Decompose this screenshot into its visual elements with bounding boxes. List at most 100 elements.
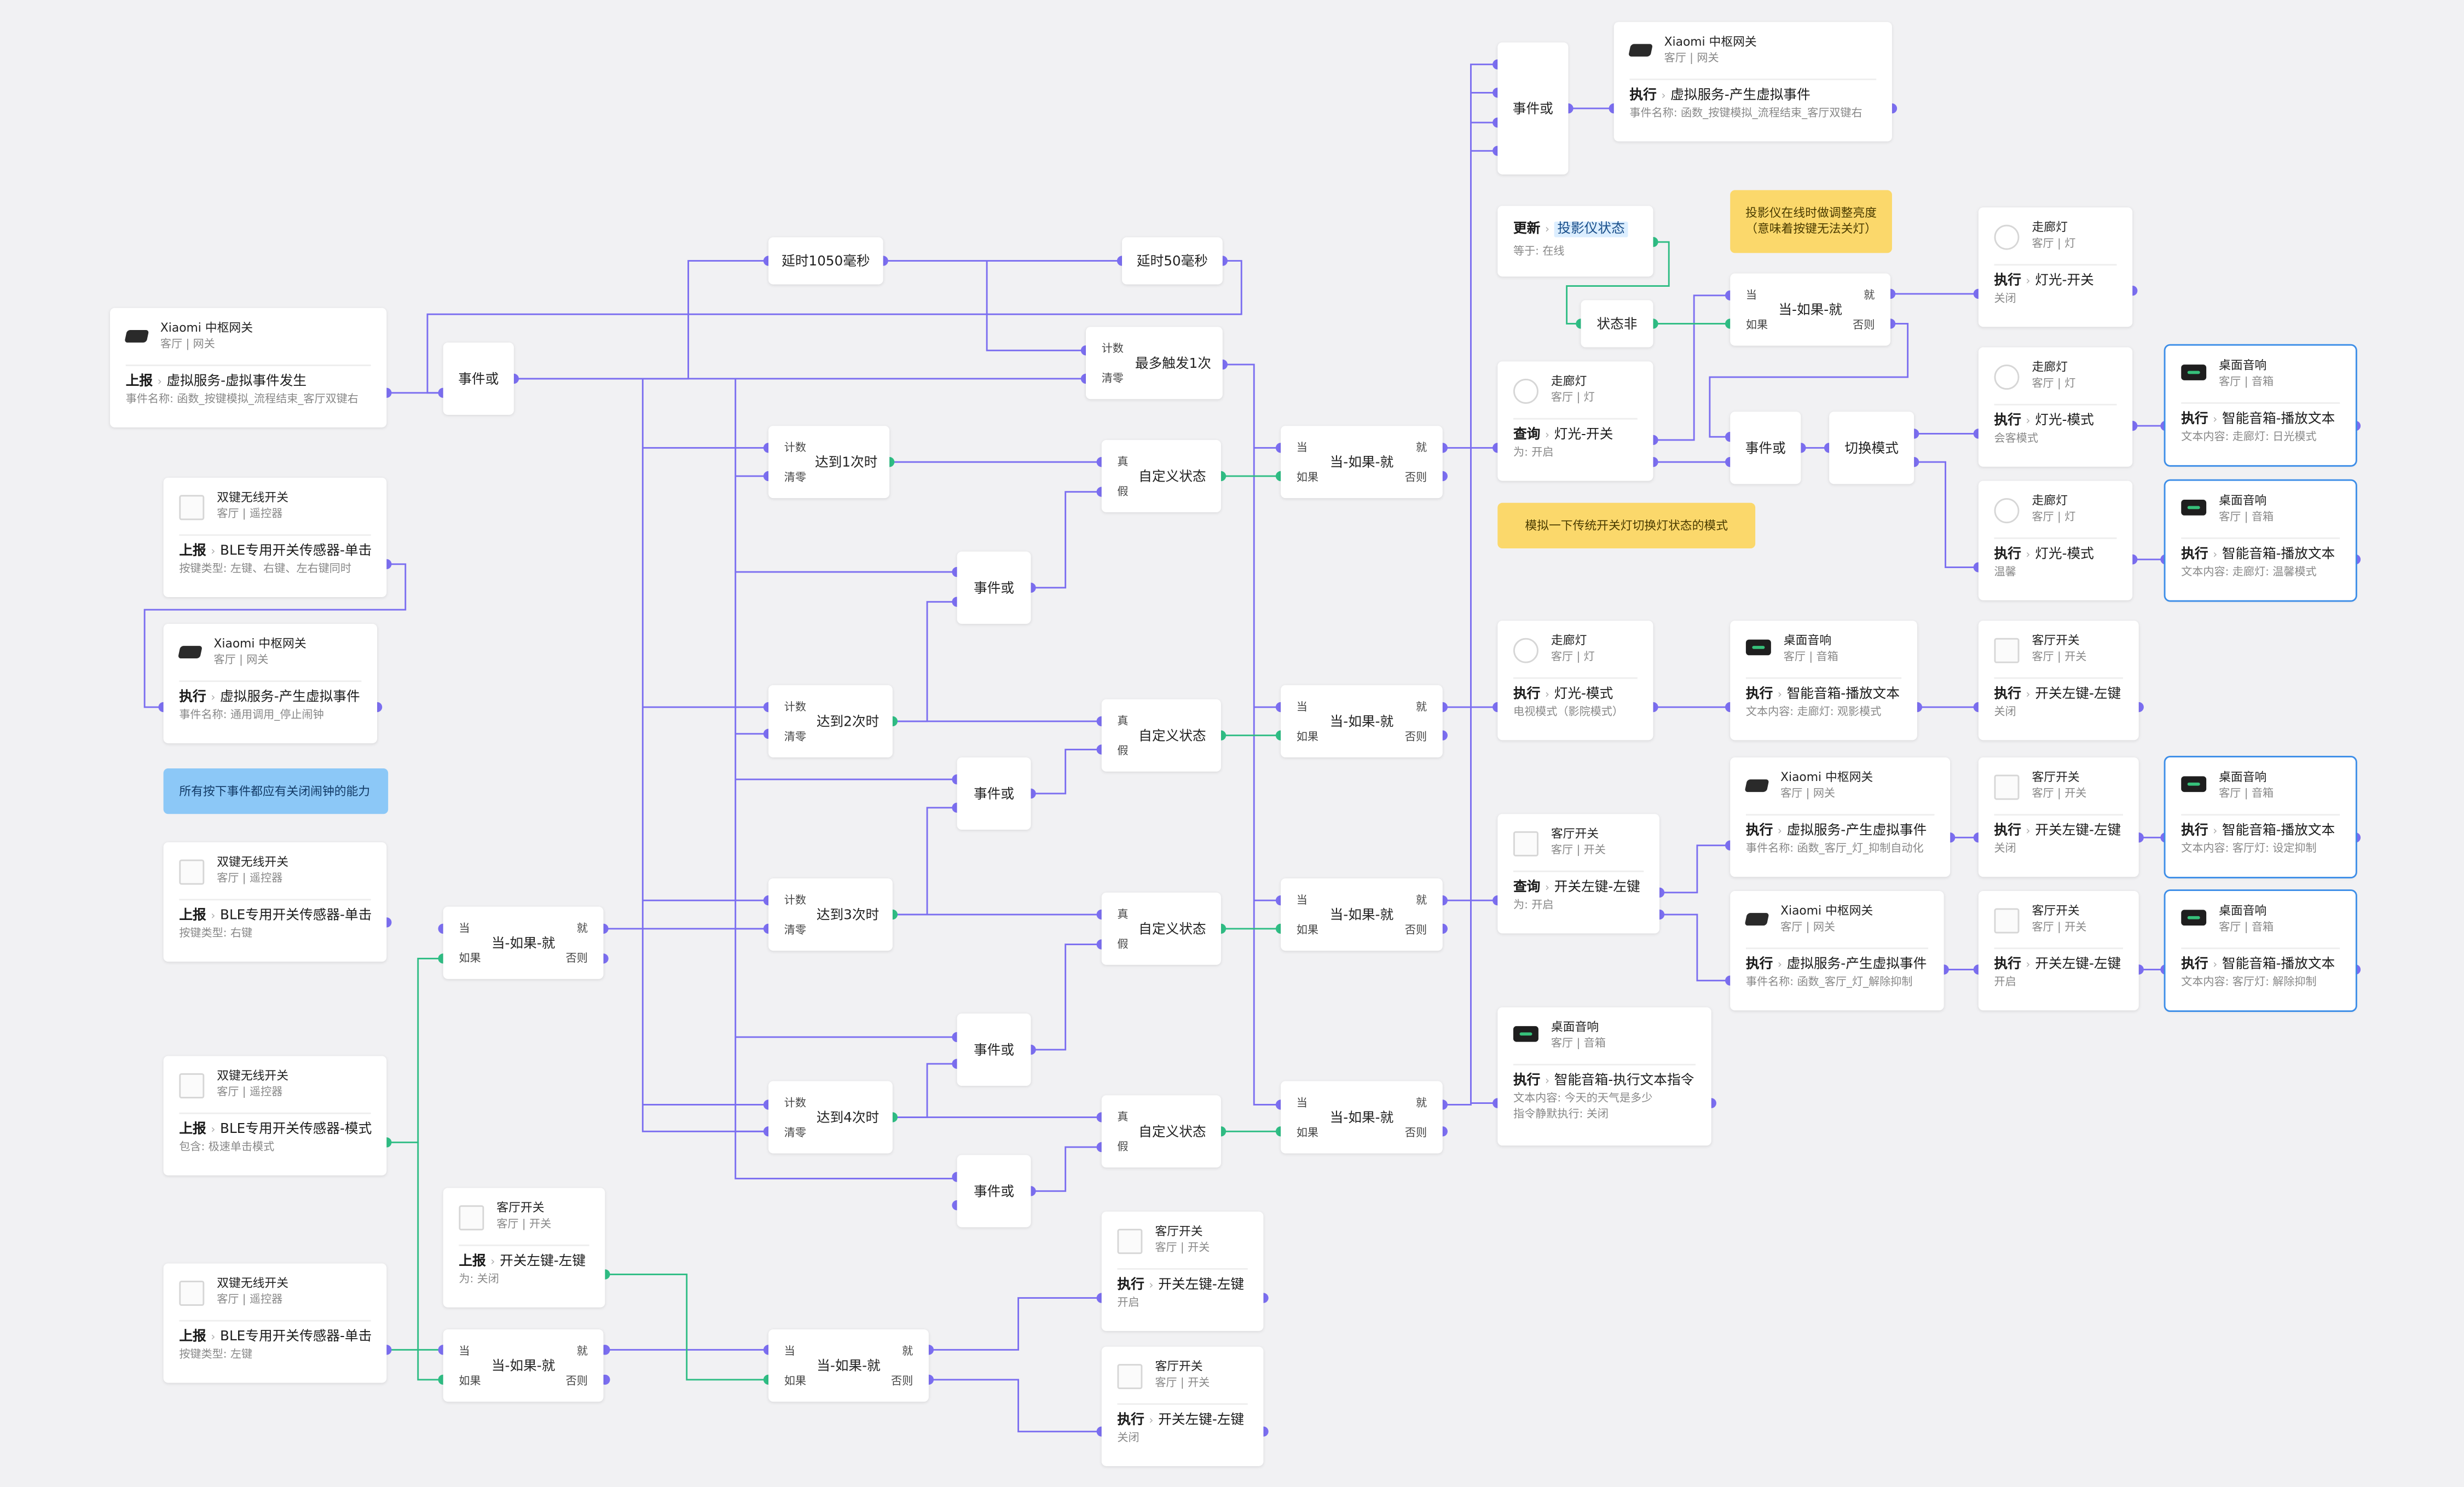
node-title: 当-如果-就	[1329, 715, 1394, 731]
chevron-right-icon: ›	[1545, 429, 1550, 442]
event-or-node-top[interactable]: 事件或	[1497, 42, 1569, 175]
gateway-icon	[177, 646, 203, 659]
speaker-command-card[interactable]: 桌面音响客厅 | 音箱 执行›智能音箱-执行文本指令 文本内容: 今天的天气是多…	[1497, 1007, 1711, 1146]
lamp-query-card[interactable]: 走廊灯客厅 | 灯 查询›灯光-开关 为: 开启	[1497, 361, 1653, 481]
wire-true	[605, 1274, 769, 1381]
switch-mode-node[interactable]: 切换模式	[1829, 412, 1914, 484]
reach-2-node[interactable]: 计数 清零 达到2次时	[768, 685, 893, 757]
event-or-node-c[interactable]: 事件或	[957, 1013, 1031, 1086]
gateway-release-card[interactable]: Xiaomi 中枢网关客厅 | 网关 执行›虚拟服务-产生虚拟事件 事件名称: …	[1730, 890, 1944, 1011]
action-detail: 为: 开启	[1513, 899, 1554, 912]
event-or-node-right[interactable]: 事件或	[1730, 412, 1801, 484]
custom-state-node-2[interactable]: 真 假 自定义状态	[1101, 699, 1221, 772]
action-detail: 事件名称: 函数_按键模拟_流程结束_客厅双键右	[125, 392, 358, 406]
device-name: 客厅开关	[1155, 1359, 1203, 1374]
lamp-icon	[1994, 498, 2020, 524]
reach-1-node[interactable]: 计数 清零 达到1次时	[768, 426, 890, 499]
gateway-exec-card[interactable]: Xiaomi 中枢网关客厅 | 网关 执行›虚拟服务-产生虚拟事件 事件名称: …	[163, 623, 378, 744]
switch-icon	[179, 859, 205, 885]
device-location: 客厅 | 音箱	[2219, 787, 2274, 800]
action-detail: 包含: 极速单击模式	[179, 1141, 275, 1154]
node-title: 当-如果-就	[1329, 1110, 1394, 1127]
switch-release-on-card[interactable]: 客厅开关客厅 | 开关 执行›开关左键-左键 开启	[1978, 890, 2139, 1011]
when-if-node-bottom-left[interactable]: 当 如果 就 否则 当-如果-就	[443, 1329, 604, 1402]
action-line: 执行›智能音箱-播放文本	[1746, 685, 1901, 704]
living-switch-off-card[interactable]: 客厅开关客厅 | 开关 执行›开关左键-左键 关闭	[1101, 1346, 1264, 1466]
living-switch-on-card[interactable]: 客厅开关客厅 | 开关 执行›开关左键-左键 开启	[1101, 1211, 1264, 1331]
lamp-off-card[interactable]: 走廊灯客厅 | 灯 执行›灯光-开关 关闭	[1978, 207, 2133, 327]
wire	[1914, 461, 1979, 568]
action-name: 开关左键-左键	[2035, 823, 2121, 840]
gateway-report-card[interactable]: Xiaomi 中枢网关客厅 | 网关 上报›虚拟服务-虚拟事件发生 事件名称: …	[109, 308, 387, 427]
lamp-tv-card[interactable]: 走廊灯客厅 | 灯 执行›灯光-模式 电视模式（影院模式）	[1497, 621, 1653, 740]
ble-switch-card-1[interactable]: 双键无线开关客厅 | 遥控器 上报›BLE专用开关传感器-单击 按键类型: 左键…	[163, 477, 387, 598]
speaker-release-card[interactable]: 桌面音响客厅 | 音箱 执行›智能音箱-播放文本 文本内容: 客厅灯: 解除抑制	[2164, 889, 2357, 1012]
gateway-top-card[interactable]: Xiaomi 中枢网关客厅 | 网关 执行›虚拟服务-产生虚拟事件 事件名称: …	[1613, 22, 1892, 142]
action-verb: 执行	[1117, 1277, 1144, 1293]
device-location: 客厅 | 灯	[2032, 237, 2076, 250]
note-simulate[interactable]: 模拟一下传统开关灯切换灯状态的模式	[1497, 502, 1756, 549]
action-detail: 文本内容: 走廊灯: 日光模式	[2181, 430, 2317, 443]
custom-state-node-1[interactable]: 真 假 自定义状态	[1101, 439, 1221, 513]
action-line: 执行›开关左键-左键	[1994, 822, 2123, 841]
wire	[513, 260, 769, 380]
switch-query-card[interactable]: 客厅开关客厅 | 开关 查询›开关左键-左键 为: 开启	[1497, 814, 1659, 934]
ble-switch-card-2[interactable]: 双键无线开关客厅 | 遥控器 上报›BLE专用开关传感器-单击 按键类型: 右键	[163, 842, 387, 962]
chevron-right-icon: ›	[1777, 958, 1782, 971]
action-verb: 执行	[1117, 1413, 1144, 1428]
action-name: 灯光-开关	[2035, 273, 2094, 290]
switch-suppress-off-card[interactable]: 客厅开关客厅 | 开关 执行›开关左键-左键 关闭	[1978, 757, 2139, 877]
device-location: 客厅 | 开关	[2032, 650, 2087, 663]
chevron-right-icon: ›	[2026, 825, 2031, 838]
note-all-events[interactable]: 所有按下事件都应有关闭闹钟的能力	[163, 768, 389, 814]
custom-state-node-4[interactable]: 真 假 自定义状态	[1101, 1095, 1221, 1168]
device-name: 走廊灯	[2032, 360, 2068, 374]
lamp-guest-card[interactable]: 走廊灯客厅 | 灯 执行›灯光-模式 会客模式	[1978, 347, 2133, 467]
reach-3-node[interactable]: 计数 清零 达到3次时	[768, 878, 893, 951]
when-if-node-left[interactable]: 当 如果 就 否则 当-如果-就	[443, 906, 604, 979]
speaker-day-card[interactable]: 桌面音响客厅 | 音箱 执行›智能音箱-播放文本 文本内容: 走廊灯: 日光模式	[2164, 344, 2357, 467]
update-projector-card[interactable]: 更新›投影仪状态 等于: 在线	[1497, 206, 1653, 277]
device-name: 走廊灯	[2032, 493, 2068, 508]
delay-50-node[interactable]: 延时50毫秒	[1122, 237, 1223, 285]
node-title: 当-如果-就	[491, 936, 556, 952]
note-projector[interactable]: 投影仪在线时做调整亮度 （意味着按键无法关灯）	[1730, 190, 1892, 253]
custom-state-node-3[interactable]: 真 假 自定义状态	[1101, 892, 1221, 965]
not-state-node[interactable]: 状态非	[1581, 300, 1653, 348]
port-label: 计数	[784, 1097, 806, 1110]
ble-switch-card-3[interactable]: 双键无线开关客厅 | 遥控器 上报›BLE专用开关传感器-模式 包含: 极速单击…	[163, 1056, 387, 1176]
node-title: 延时1050毫秒	[782, 254, 870, 270]
when-if-node-right[interactable]: 当 如果 就 否则 当-如果-就	[1730, 273, 1891, 346]
reach-4-node[interactable]: 计数 清零 达到4次时	[768, 1081, 893, 1154]
switch-tv-off-card[interactable]: 客厅开关客厅 | 开关 执行›开关左键-左键 关闭	[1978, 621, 2139, 740]
action-line: 执行›智能音箱-播放文本	[2181, 545, 2340, 564]
living-switch-report-card[interactable]: 客厅开关客厅 | 开关 上报›开关左键-左键 为: 关闭	[443, 1188, 605, 1307]
action-name: 灯光-开关	[1554, 427, 1613, 443]
event-or-node-b[interactable]: 事件或	[957, 757, 1031, 830]
event-or-node-main[interactable]: 事件或	[443, 342, 514, 415]
event-or-node-a[interactable]: 事件或	[957, 551, 1031, 624]
when-if-node-4[interactable]: 当 如果 就 否则 当-如果-就	[1281, 1081, 1443, 1154]
when-if-node-1[interactable]: 当 如果 就 否则 当-如果-就	[1281, 426, 1443, 499]
ble-switch-card-4[interactable]: 双键无线开关客厅 | 遥控器 上报›BLE专用开关传感器-单击 按键类型: 左键	[163, 1263, 387, 1383]
action-verb: 执行	[179, 690, 206, 706]
action-name: 虚拟服务-虚拟事件发生	[166, 374, 307, 390]
speaker-watch-card[interactable]: 桌面音响客厅 | 音箱 执行›智能音箱-播放文本 文本内容: 走廊灯: 观影模式	[1730, 621, 1917, 740]
port-label: 如果	[1745, 319, 1768, 332]
when-if-node-bottom-mid[interactable]: 当 如果 就 否则 当-如果-就	[768, 1329, 929, 1402]
when-if-node-3[interactable]: 当 如果 就 否则 当-如果-就	[1281, 878, 1443, 951]
event-or-node-d[interactable]: 事件或	[957, 1155, 1031, 1228]
action-detail: 关闭	[1994, 705, 2016, 719]
speaker-warm-card[interactable]: 桌面音响客厅 | 音箱 执行›智能音箱-播放文本 文本内容: 走廊灯: 温馨模式	[2164, 479, 2357, 602]
wire	[1031, 749, 1102, 795]
lamp-warm-card[interactable]: 走廊灯客厅 | 灯 执行›灯光-模式 温馨	[1978, 481, 2133, 600]
action-line: 上报›BLE专用开关传感器-单击	[179, 907, 372, 925]
speaker-suppress-card[interactable]: 桌面音响客厅 | 音箱 执行›智能音箱-播放文本 文本内容: 客厅灯: 设定抑制	[2164, 756, 2357, 879]
when-if-node-2[interactable]: 当 如果 就 否则 当-如果-就	[1281, 685, 1443, 757]
gateway-suppress-card[interactable]: Xiaomi 中枢网关客厅 | 网关 执行›虚拟服务-产生虚拟事件 事件名称: …	[1730, 757, 1951, 877]
speaker-icon	[2181, 500, 2207, 516]
chevron-right-icon: ›	[2026, 548, 2031, 562]
delay-1050-node[interactable]: 延时1050毫秒	[768, 237, 883, 285]
max-once-node[interactable]: 计数 清零 最多触发1次	[1085, 327, 1223, 400]
